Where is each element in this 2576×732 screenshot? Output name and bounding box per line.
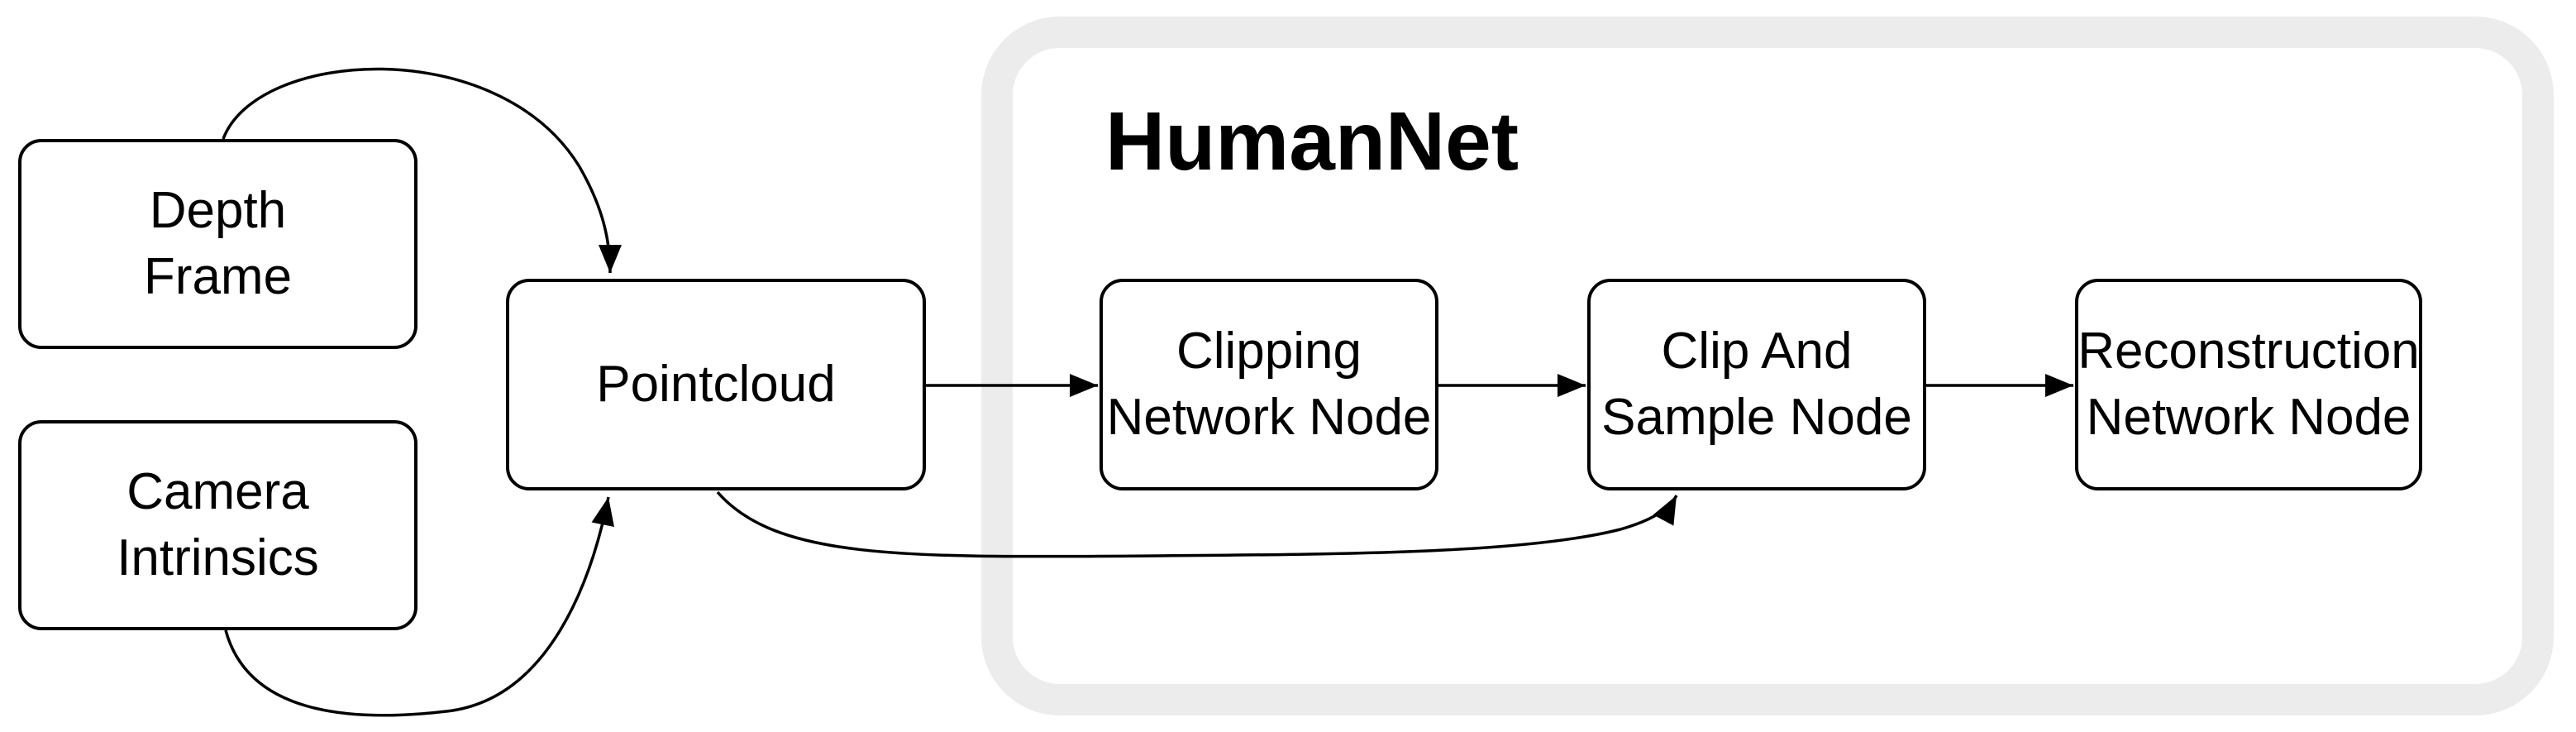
node-depth-frame: Depth Frame bbox=[18, 139, 417, 349]
node-camera-intrinsics-label-line1: Camera bbox=[126, 463, 309, 520]
node-clip-and-sample-label-line2: Sample Node bbox=[1601, 389, 1912, 446]
node-reconstruction-network: Reconstruction Network Node bbox=[2075, 279, 2422, 490]
node-reconstruction-network-label-line2: Network Node bbox=[2086, 389, 2411, 446]
edge-cameraintrinsics-to-pointcloud bbox=[224, 496, 614, 717]
node-depth-frame-label-line1: Depth bbox=[149, 182, 287, 239]
node-camera-intrinsics-label-line2: Intrinsics bbox=[117, 529, 319, 586]
node-camera-intrinsics: Camera Intrinsics bbox=[18, 420, 417, 630]
node-clipping-network-label-line2: Network Node bbox=[1106, 389, 1432, 446]
edge-pointcloud-to-clipsample bbox=[716, 490, 1678, 558]
node-pointcloud-label: Pointcloud bbox=[596, 356, 836, 413]
node-reconstruction-network-label-line1: Reconstruction bbox=[2077, 323, 2420, 380]
humannet-container bbox=[981, 17, 2554, 715]
node-clipping-network-label-line1: Clipping bbox=[1176, 323, 1362, 380]
node-clip-and-sample: Clip And Sample Node bbox=[1587, 279, 1926, 490]
node-pointcloud: Pointcloud bbox=[506, 279, 926, 490]
humannet-title: HumanNet bbox=[1105, 95, 1519, 188]
edge-depthframe-to-pointcloud bbox=[222, 67, 622, 274]
node-clip-and-sample-label-line1: Clip And bbox=[1661, 323, 1853, 380]
node-depth-frame-label-line2: Frame bbox=[143, 248, 293, 305]
node-clipping-network: Clipping Network Node bbox=[1100, 279, 1438, 490]
